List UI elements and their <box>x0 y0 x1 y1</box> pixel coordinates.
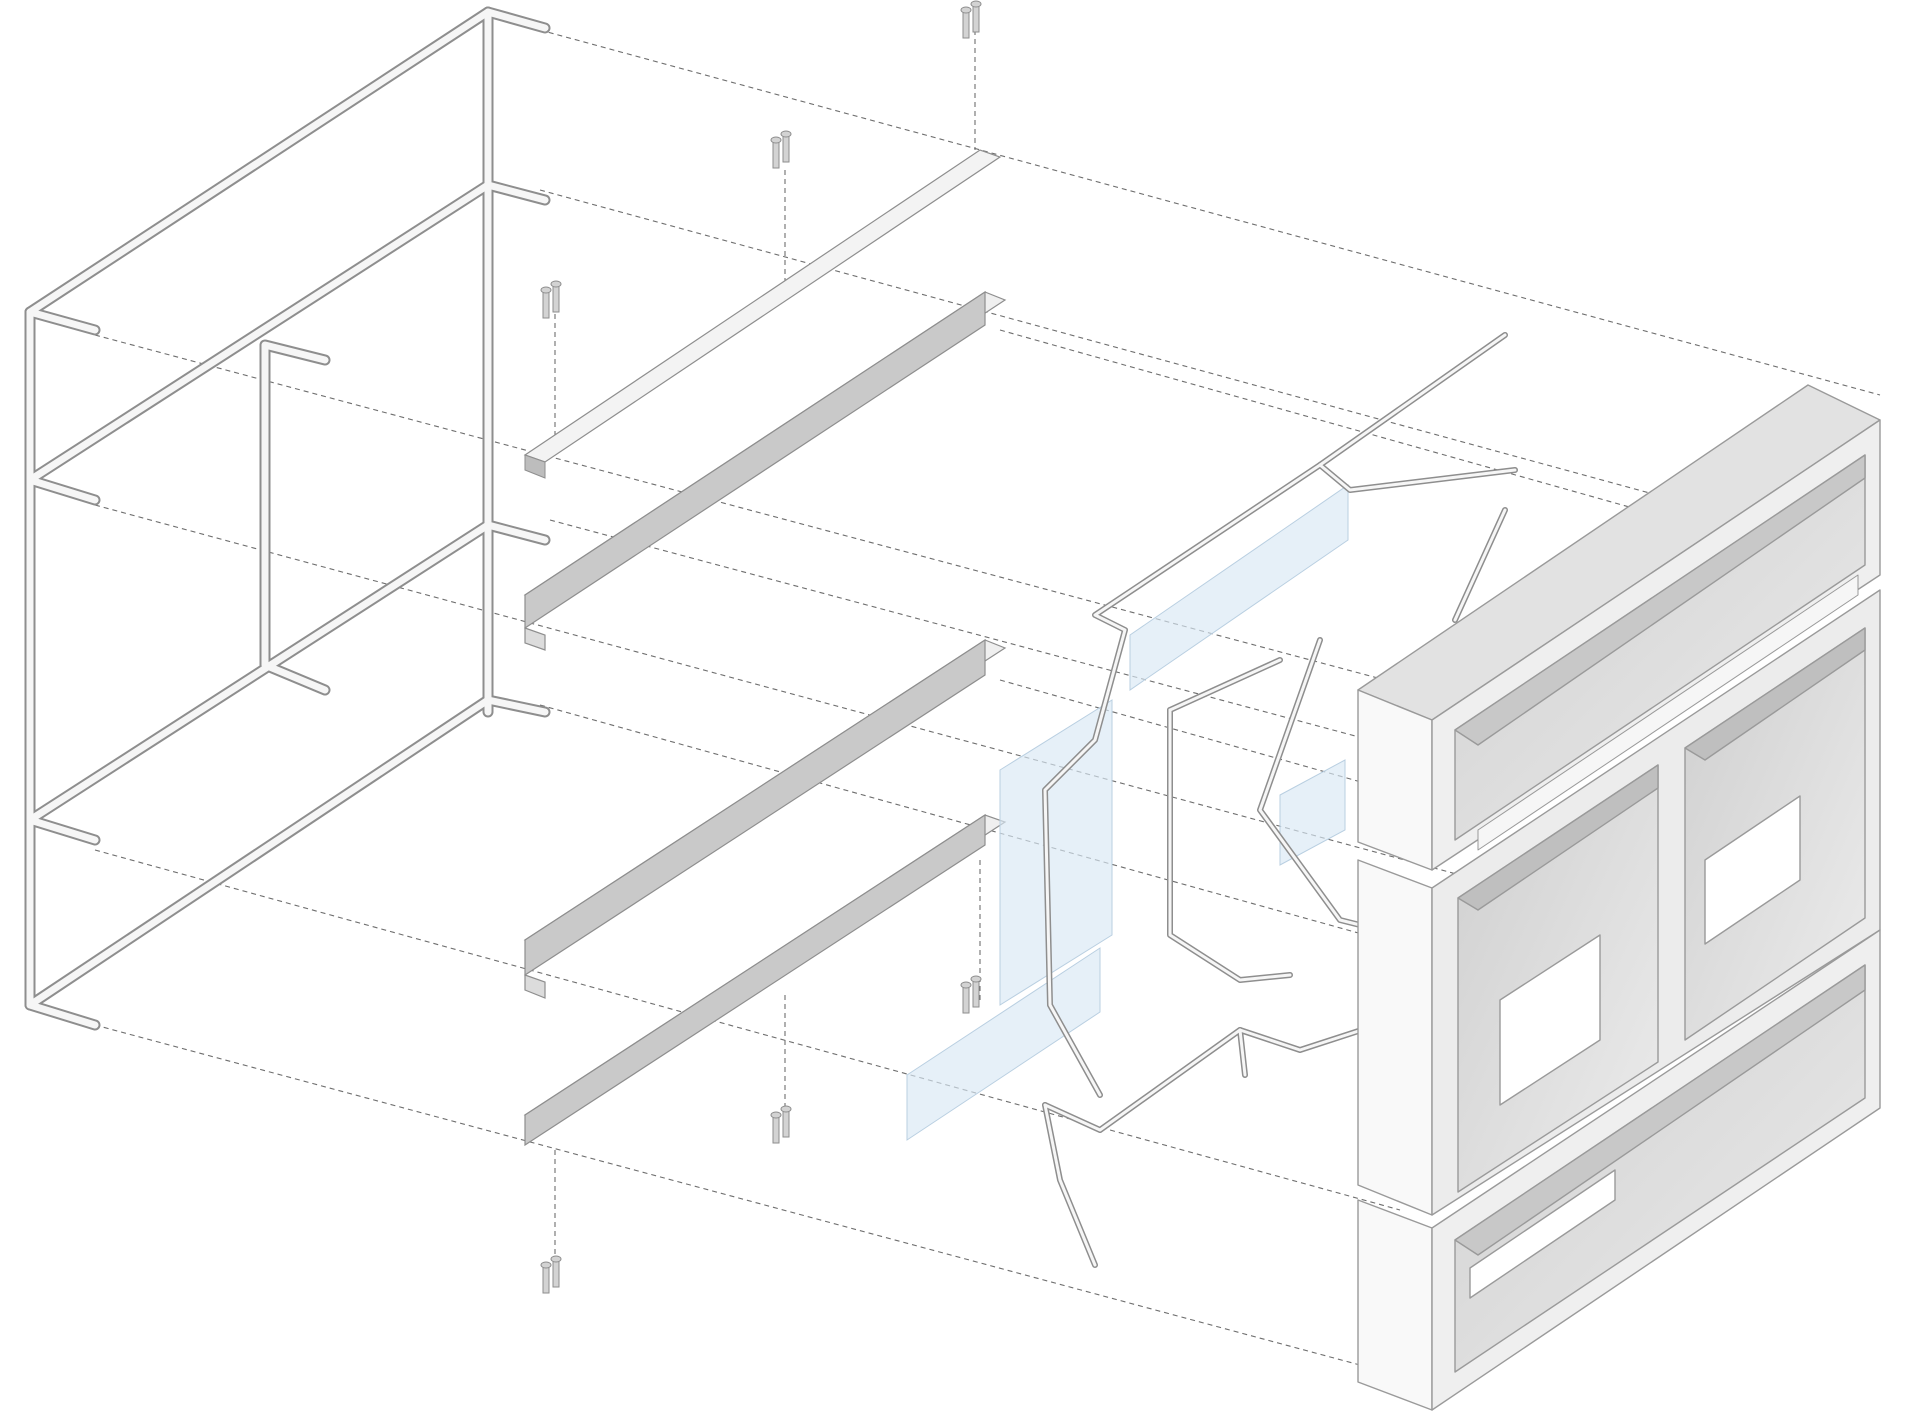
bolt-pair <box>540 1255 562 1294</box>
bolt-pair <box>960 975 982 1014</box>
concrete-block <box>1357 384 1881 871</box>
glass-panel <box>999 699 1113 1006</box>
bolt-pair <box>540 280 562 319</box>
flat-bar <box>523 149 1002 479</box>
glass-panel <box>1129 484 1349 691</box>
concrete-block <box>1357 929 1881 1411</box>
concrete-blocks <box>1357 384 1881 1411</box>
bolt-pairs <box>540 0 982 1294</box>
bent-rod-frame <box>24 6 551 1031</box>
bolt-pair <box>960 0 982 39</box>
bolt-pair <box>770 1105 792 1144</box>
angle-rail <box>523 638 1007 999</box>
angle-rails <box>523 290 1007 1147</box>
concrete-block <box>1357 589 1881 1216</box>
angle-rail <box>523 290 1007 651</box>
bolt-pair <box>770 130 792 169</box>
